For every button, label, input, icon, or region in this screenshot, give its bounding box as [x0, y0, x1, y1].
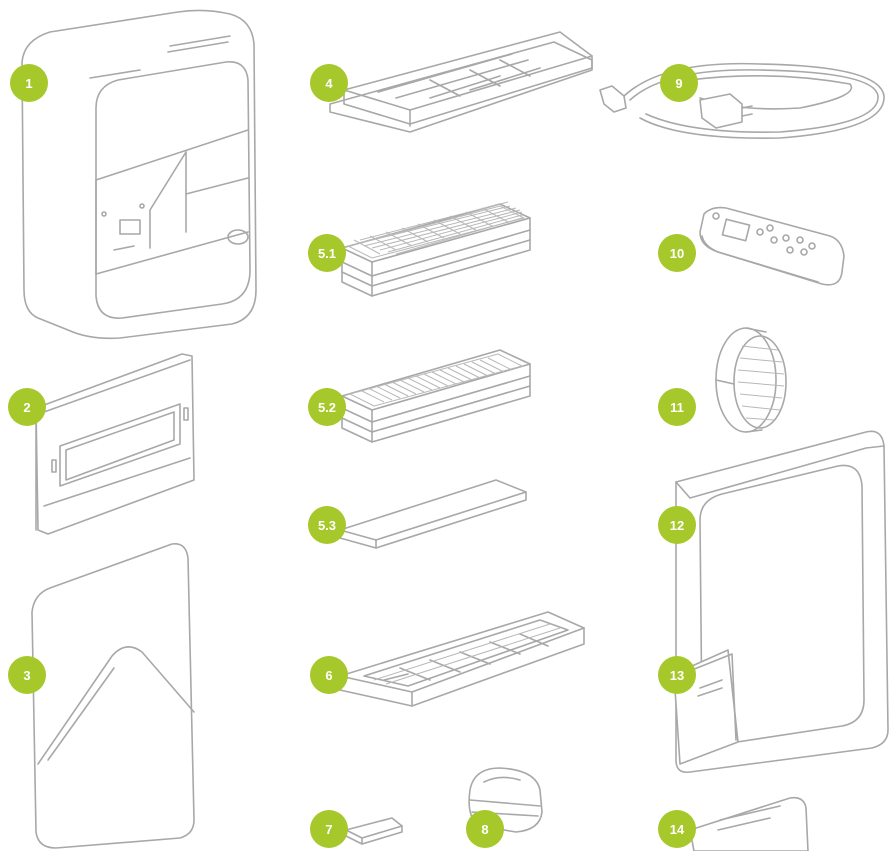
badge-9: 9: [660, 64, 698, 102]
part-5-3-plate: [340, 480, 526, 548]
badge-3: 3: [8, 656, 46, 694]
badge-14: 14: [658, 810, 696, 848]
part-1-main-unit: [22, 10, 256, 338]
badge-13: 13: [658, 656, 696, 694]
badge-1: 1: [10, 64, 48, 102]
badge-4: 4: [310, 64, 348, 102]
badge-11: 11: [658, 388, 696, 426]
part-14-card: [690, 798, 808, 851]
part-9-power-cable: [600, 64, 884, 139]
part-5-2-filter: [342, 350, 530, 442]
badge-7: 7: [310, 810, 348, 848]
part-2-frame: [36, 354, 194, 534]
part-7-pad: [346, 818, 402, 844]
badge-5-3: 5.3: [308, 506, 346, 544]
part-3-cover: [32, 544, 194, 848]
part-11-grille: [716, 328, 786, 432]
part-4-tray: [330, 32, 592, 132]
badge-12: 12: [658, 506, 696, 544]
badge-5-2: 5.2: [308, 388, 346, 426]
badge-2: 2: [8, 388, 46, 426]
badge-8: 8: [466, 810, 504, 848]
badge-6: 6: [310, 656, 348, 694]
badge-5-1: 5.1: [308, 234, 346, 272]
badge-10: 10: [658, 234, 696, 272]
part-5-1-filter: [342, 202, 530, 296]
part-6-tray: [340, 612, 584, 706]
part-10-remote: [700, 208, 844, 285]
